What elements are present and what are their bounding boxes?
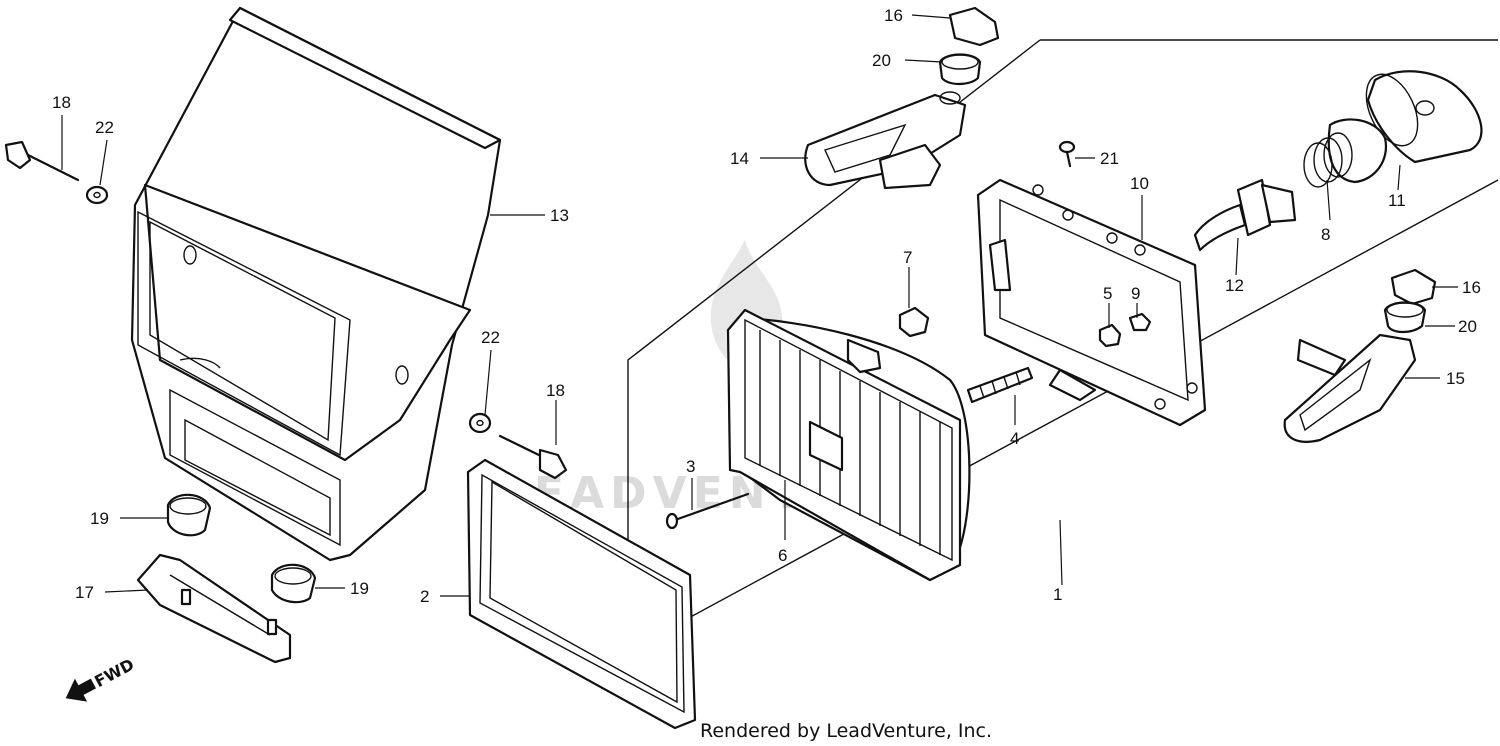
callout-19-left: 19	[90, 509, 109, 528]
part-3-adjust-screw	[665, 492, 750, 530]
credit-text: Rendered by LeadVenture, Inc.	[700, 720, 992, 742]
callout-15: 15	[1446, 369, 1465, 388]
callout-22-left: 22	[95, 118, 114, 137]
callout-16-right: 16	[1462, 278, 1481, 297]
fwd-arrow: FWD	[65, 655, 137, 702]
part-20a-grommet	[938, 53, 982, 86]
callout-12: 12	[1225, 276, 1244, 295]
part-5-nut	[1098, 323, 1122, 348]
callout-13: 13	[550, 206, 569, 225]
callout-17: 17	[75, 583, 94, 602]
callout-8: 8	[1321, 225, 1330, 244]
callout-20-right: 20	[1458, 317, 1477, 336]
callout-21: 21	[1100, 149, 1119, 168]
part-19a-grommet	[166, 493, 212, 537]
part-2-headlight-rim	[466, 458, 697, 730]
callout-14: 14	[730, 149, 749, 168]
part-4-adjust-spring	[966, 366, 1034, 404]
callout-2: 2	[420, 587, 429, 606]
leader-lines	[61, 14, 1458, 597]
part-17-lower-stay	[136, 553, 292, 664]
part-11-socket-cover	[1365, 70, 1483, 164]
callout-3: 3	[686, 457, 695, 476]
callout-18-left: 18	[52, 93, 71, 112]
callout-labels: 1 2 3 4 5 6 7 8 9 10 11 12 13 14 15 16 1…	[52, 6, 1481, 606]
part-12-headlight-bulb	[1193, 178, 1297, 252]
part-21-screw	[1058, 140, 1076, 168]
callout-5: 5	[1103, 284, 1112, 303]
callout-4: 4	[1010, 429, 1019, 448]
part-9-nut	[1128, 312, 1152, 332]
part-10-headlight-case	[976, 178, 1207, 427]
part-15-headlight-bracket-right	[1283, 333, 1417, 443]
part-19b-grommet	[270, 563, 317, 604]
fwd-arrow-icon	[65, 678, 96, 702]
part-6-headlight-unit	[726, 308, 971, 582]
callout-6: 6	[778, 546, 787, 565]
callout-9: 9	[1131, 284, 1140, 303]
part-22b-washer	[468, 412, 492, 434]
callout-10: 10	[1130, 174, 1149, 193]
callout-20-top: 20	[872, 51, 891, 70]
callout-16-top: 16	[884, 6, 903, 25]
part-18b-bolt	[498, 434, 568, 480]
part-16a-clip	[948, 6, 1000, 47]
callout-1: 1	[1053, 585, 1062, 604]
part-14-headlight-bracket-left	[804, 91, 967, 190]
callout-7: 7	[903, 248, 912, 267]
part-20b-grommet	[1383, 301, 1427, 334]
part-7-nut	[898, 306, 930, 338]
fwd-label: FWD	[91, 655, 137, 691]
part-22a-washer	[85, 185, 109, 205]
callout-22-mid: 22	[481, 328, 500, 347]
callout-19-right: 19	[350, 579, 369, 598]
callout-11: 11	[1388, 191, 1406, 210]
part-16b-clip	[1390, 268, 1437, 306]
part-18a-bolt	[4, 140, 80, 182]
part-13-headlight-cowl	[130, 6, 502, 562]
callout-18-mid: 18	[546, 381, 565, 400]
part-8-socket-spring	[1303, 118, 1388, 188]
